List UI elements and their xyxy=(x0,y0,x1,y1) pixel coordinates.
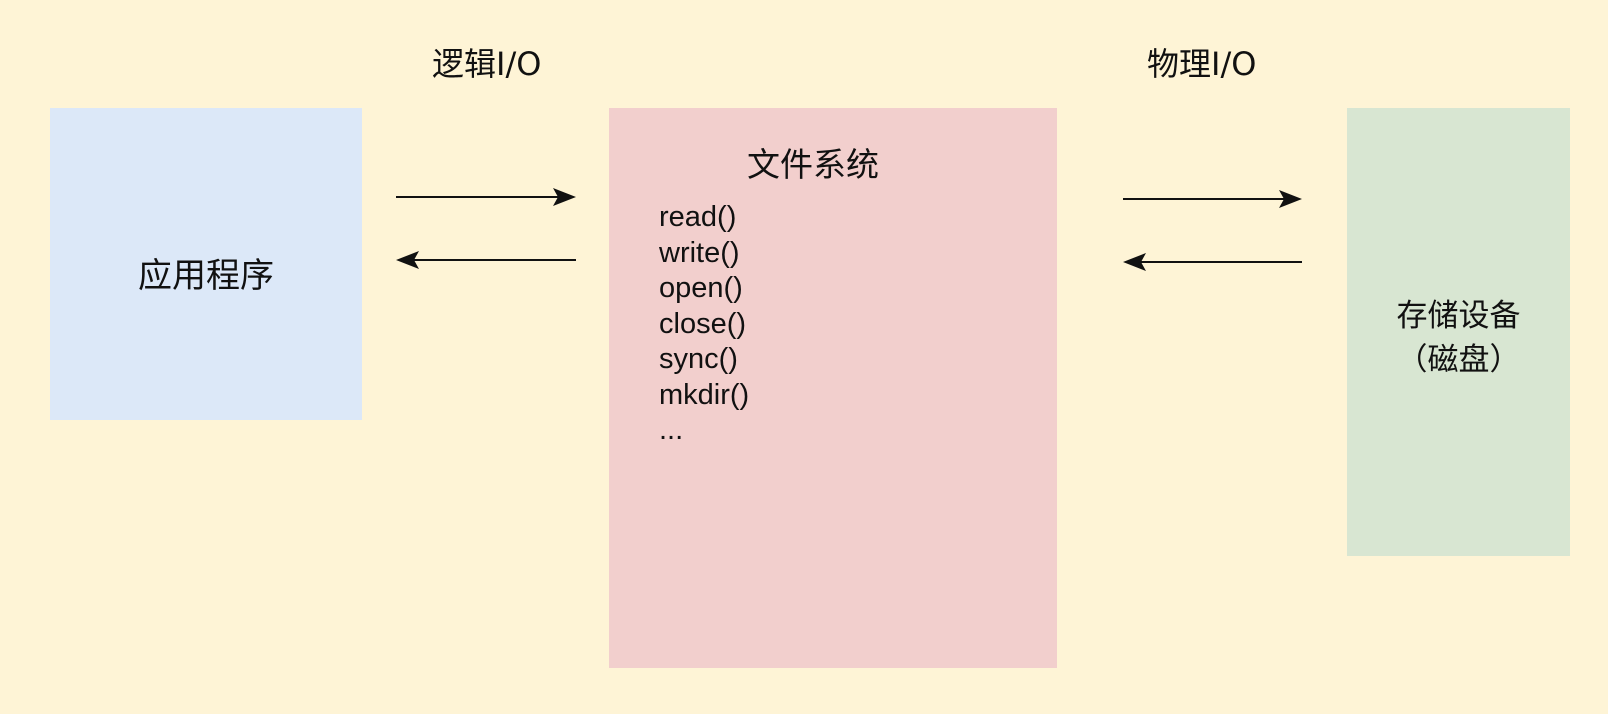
call-write: write() xyxy=(659,236,740,269)
file-system-title: 文件系统 xyxy=(747,145,879,184)
application-label: 应用程序 xyxy=(138,256,274,296)
call-sync: sync() xyxy=(659,343,738,375)
arrow-fs-to-app xyxy=(396,251,576,269)
call-read: read() xyxy=(659,201,737,233)
arrow-fs-to-storage xyxy=(1123,190,1302,208)
arrow-app-to-fs xyxy=(396,188,576,206)
physical-io-label: 物理I/O xyxy=(1147,45,1257,83)
arrow-storage-to-fs xyxy=(1123,253,1302,271)
call-ellipsis: ... xyxy=(659,414,684,446)
storage-device-type: （磁盘） xyxy=(1396,342,1521,378)
storage-device-name: 存储设备 xyxy=(1396,298,1521,334)
call-close: close() xyxy=(659,307,747,340)
storage-device-label: 存储设备 （磁盘） xyxy=(1347,294,1570,382)
file-system-box: 文件系统 read() write() open() close() sync(… xyxy=(609,108,1057,668)
application-box: 应用程序 xyxy=(50,108,362,420)
file-system-call-list: read() write() open() close() sync() mkd… xyxy=(659,200,749,449)
logical-io-label: 逻辑I/O xyxy=(432,45,542,83)
call-open: open() xyxy=(659,272,743,304)
storage-device-box: 存储设备 （磁盘） xyxy=(1347,108,1570,556)
call-mkdir: mkdir() xyxy=(659,378,750,411)
